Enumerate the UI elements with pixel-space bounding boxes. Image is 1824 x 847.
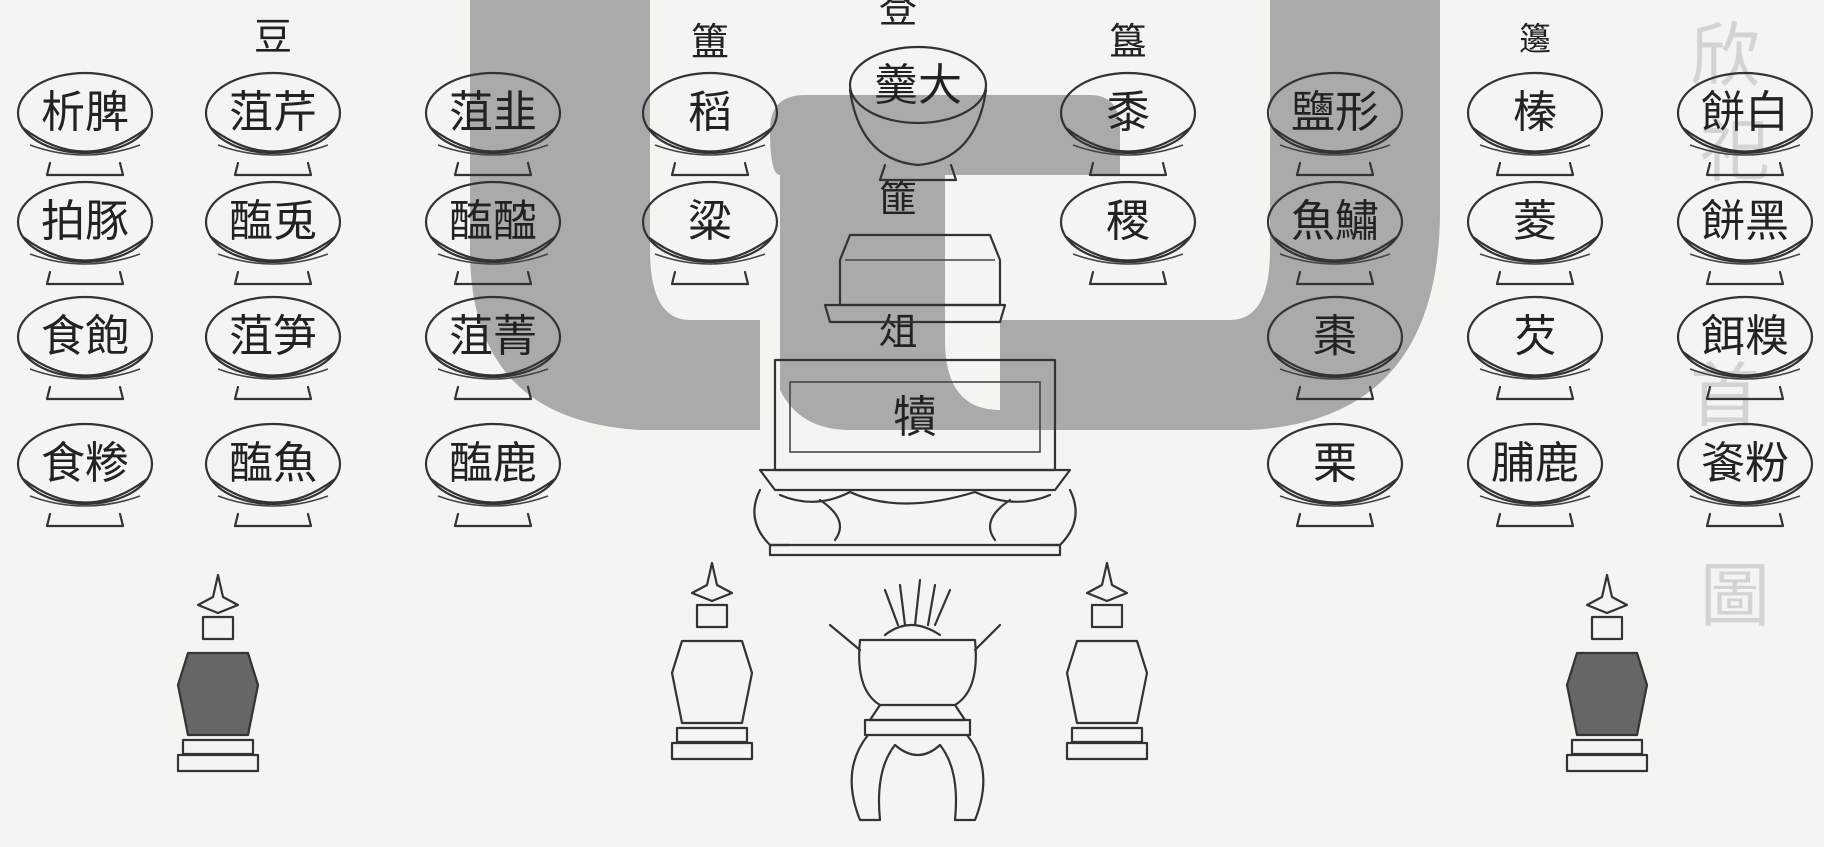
vessel-label: 餅白	[1701, 87, 1789, 138]
vessel-label: 棗	[1313, 311, 1357, 362]
vessel: 菹笋	[206, 297, 340, 399]
vessel-label: 食糁	[41, 438, 129, 489]
vessel: 餈粉	[1678, 424, 1812, 526]
vessel: 栗	[1268, 424, 1402, 526]
vessel-label: 醢鹿	[449, 438, 537, 489]
vessel-label: 餌糗	[1701, 311, 1789, 362]
vessel: 芡	[1468, 297, 1602, 399]
heading-gui: 簋	[1109, 20, 1147, 64]
heading-bian: 籩	[1519, 20, 1551, 58]
svg-text:圖: 圖	[1700, 555, 1770, 637]
vessel: 醢魚	[206, 424, 340, 526]
heading-dou: 豆	[254, 15, 292, 59]
fu-column: 稻粱	[643, 73, 777, 284]
vessel-label: 餈粉	[1701, 438, 1789, 489]
censer	[830, 580, 1000, 820]
vessel-label: 菹笋	[229, 311, 317, 362]
heading-fei: 篚	[879, 177, 917, 221]
vessel: 析脾	[18, 73, 152, 175]
vessel: 食糁	[18, 424, 152, 526]
vessel: 稻	[643, 73, 777, 175]
vessel-label: 菱	[1513, 196, 1557, 247]
deng-vessel-label: 羹大	[874, 60, 962, 111]
vessel-label: 餅黑	[1701, 196, 1789, 247]
candle-holder	[1067, 563, 1147, 759]
candle-holder	[1567, 575, 1647, 771]
vessel: 食飽	[18, 297, 152, 399]
vessel: 粱	[643, 182, 777, 284]
heading-fu: 簠	[691, 20, 729, 64]
vessel-label: 栗	[1313, 438, 1357, 489]
vessel-label: 榛	[1513, 87, 1557, 138]
vessel: 菹芹	[206, 73, 340, 175]
vessel-label: 拍豚	[41, 196, 129, 247]
zu-table-label: 犢	[893, 392, 937, 443]
vessel: 菱	[1468, 182, 1602, 284]
vessel-label: 菹韭	[449, 87, 537, 138]
heading-deng: 登	[879, 0, 917, 31]
vessel-label: 菹菁	[449, 311, 537, 362]
vessel-label: 析脾	[41, 87, 129, 138]
vessel-label: 醢醓	[449, 196, 537, 247]
vessel: 餅黑	[1678, 182, 1812, 284]
vessel-label: 食飽	[41, 311, 129, 362]
svg-text:欣: 欣	[1690, 15, 1760, 97]
vessel: 醢鹿	[426, 424, 560, 526]
vessel-label: 黍	[1106, 87, 1150, 138]
candle-holder	[672, 563, 752, 759]
vessel: 拍豚	[18, 182, 152, 284]
vessel: 脯鹿	[1468, 424, 1602, 526]
candle-holders	[178, 563, 1647, 771]
vessel-label: 脯鹿	[1491, 438, 1579, 489]
vessel: 稷	[1061, 182, 1195, 284]
vessel-label: 魚鱐	[1291, 196, 1379, 247]
vessel: 醢兎	[206, 182, 340, 284]
vessel-label: 粱	[688, 196, 732, 247]
vessel-label: 菹芹	[229, 87, 317, 138]
heading-zu: 俎	[879, 310, 917, 354]
vessel-label: 稷	[1106, 196, 1150, 247]
vessel-label: 醢魚	[229, 438, 317, 489]
vessel-label: 鹽形	[1291, 87, 1379, 138]
vessel-label: 芡	[1513, 311, 1557, 362]
candle-holder	[178, 575, 258, 771]
vessel-label: 稻	[688, 87, 732, 138]
vessel-label: 醢兎	[229, 196, 317, 247]
vessel: 榛	[1468, 73, 1602, 175]
